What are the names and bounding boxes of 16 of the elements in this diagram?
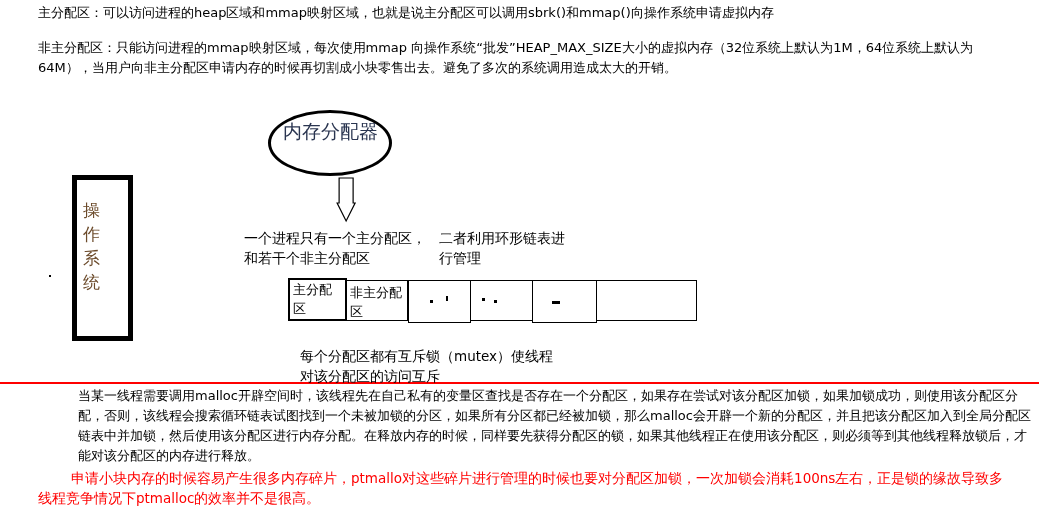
paragraph-text: 非主分配区：只能访问进程的mmap映射区域，每次使用mmap 向操作系统“批发”HEAP_MAX_SIZE大小的虚拟内存（32位系统上默认为1M，64位系统上默认为64M），当用户向非主分配区申请内存的时候再切割成小块零售出去。避免了多次的系统调用造成太大的开销。 [38,39,975,77]
arena-cell: 非主分配区 [346,280,408,321]
system-box: 操作系统 [72,175,133,341]
note-text: 每个分配区都有互斥锁（mutex）使线程对该分配区的访问互斥 [300,347,555,386]
arena-cell: 主分配区 [288,278,347,321]
empty-cell [408,280,471,323]
empty-cell [532,280,597,323]
paragraph-text: 当某一线程需要调用malloc开辟空间时，该线程先在自己私有的变量区查找是否存在一个分配区，如果存在尝试对该分配区加锁，如果加锁成功，则使用该分配区分配，否则，该线程会搜索循环链表试图找到一个未被加锁的分区，如果所有分区都已经被加锁，那么malloc会开辟一个新的分配区，并且把该分配区加入到全局分配区链表中并加锁，然后使用该分配区进行内存分配。在释放内存的时候，同样要先获得分配区的锁，如果其他线程正在使用该分配区，则必须等到其他线程释放锁后，才能对该分配区的内存进行释放。 [78,387,1032,465]
note-text: 二者利用环形链表进行管理 [439,229,566,268]
paragraph-text: 申请小块内存的时候容易产生很多内存碎片，ptmallo对这些碎片进行管理的时候也要对分配区加锁，一次加锁会消耗100ns左右，正是锁的缘故导致多线程竞争情况下ptmalloc的效率并不是很高。 [38,469,1005,508]
paragraph-text: 主分配区：可以访问进程的heap区域和mmap映射区域，也就是说主分配区可以调用sbrk()和mmap()向操作系统申请虚拟内存 [38,4,775,22]
ellipse-node: 内存分配器 [268,110,392,176]
hollow-arrow [336,177,357,223]
empty-cell [596,280,697,321]
empty-cell [470,280,533,321]
note-text: 一个进程只有一个主分配区，和若干个非主分配区 [244,228,430,268]
